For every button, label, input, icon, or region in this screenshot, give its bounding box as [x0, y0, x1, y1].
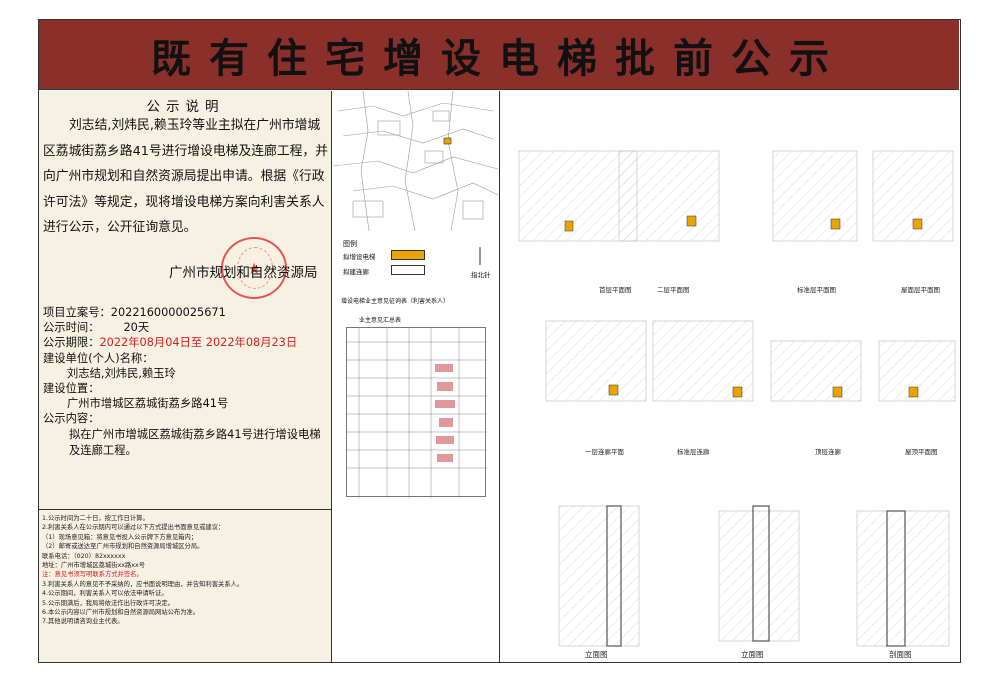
content-label: 公示内容：: [43, 412, 100, 426]
notice-paragraph: 刘志结,刘炜民,赖玉玲等业主拟在广州市增城区荔城街荔乡路41号进行增设电梯及连廊…: [43, 118, 329, 235]
note-line: 4.公示期间，利害关系人可以依法申请听证。: [42, 590, 168, 598]
drawing-label: 二层平面图: [657, 286, 690, 294]
north-label: 指北针: [471, 271, 491, 279]
note-line: 注：意见书须写明联系方式并签名。: [42, 571, 143, 579]
elevation-row: [558, 505, 950, 647]
issuer-name: 广州市规划和自然资源局: [169, 265, 318, 281]
notice-board: 既有住宅增设电梯批前公示 公示说明 刘志结,刘炜民,赖玉玲等业主拟在广州市增城区…: [38, 19, 961, 663]
notes-section: 1.公示时间为二十日，按工作日计算。 2.利害关系人在公示期内可以通过以下方式提…: [39, 509, 332, 662]
note-line: 3.利害关系人的意见不予采纳的，应书面说明理由，并告知利害关系人。: [42, 580, 244, 588]
legend-swatch-corridor: [391, 265, 425, 275]
notice-info: 项目立案号：2022160000025671 公示时间：20天 公示期限：202…: [43, 305, 329, 459]
legend-title: 图例: [343, 240, 357, 248]
duration-label: 公示时间：: [43, 321, 100, 335]
table-grid: [347, 328, 487, 498]
floor-plan-row-2: [545, 320, 956, 402]
drawing-label: 标准层平面图: [797, 286, 836, 294]
note-line: 地址：广州市增城区荔城街xx路xx号: [42, 562, 146, 570]
legend-swatch-elevator: [391, 250, 425, 260]
header-banner: 既有住宅增设电梯批前公示: [39, 20, 959, 90]
drawing-label: 首层平面图: [599, 286, 632, 294]
location-value: 广州市增城区荔城街荔乡路41号: [67, 397, 229, 411]
note-line: 7.其他说明请咨询业主代表。: [42, 618, 124, 626]
drawing-label: 屋面层平面图: [901, 286, 940, 294]
duration-row: 公示时间： 20天: [43, 320, 329, 335]
note-line: （1）现场意见箱：将意见书投入公示牌下方意见箱内；: [42, 533, 198, 541]
duration-value: 20天: [123, 321, 150, 335]
drawing-label: 立面图: [741, 650, 764, 659]
legend-item-corridor: 拟建连廊: [343, 268, 369, 276]
site-plan-map: [333, 91, 499, 232]
notice-heading: 公示说明: [146, 99, 225, 115]
note-line: 2.利害关系人在公示期内可以通过以下方式提出书面意见或建议：: [42, 524, 225, 532]
note-line: 5.公示期满后，我局将依法作出行政许可决定。: [42, 599, 174, 607]
period-value: 2022年08月04日至 2022年08月23日: [99, 336, 298, 350]
drawing-label: 立面图: [585, 650, 608, 659]
note-line: 6.本公示内容以广州市规划和自然资源局网站公布为准。: [42, 609, 200, 617]
page-title: 既有住宅增设电梯批前公示: [151, 35, 847, 82]
drawing-label: 一层连廊平面: [585, 448, 624, 456]
notice-panel: 公示说明 刘志结,刘炜民,赖玉玲等业主拟在广州市增城区荔城街荔乡路41号进行增设…: [39, 91, 332, 662]
site-marker-icon: [443, 137, 452, 145]
drawing-label: 屋顶平面图: [905, 448, 938, 456]
table-caption: 增设电梯业主意见征询表（利害关系人）: [341, 298, 450, 305]
period-row: 公示期限：2022年08月04日至 2022年08月23日: [43, 335, 329, 350]
drawing-label: 标准层连廊: [677, 448, 710, 456]
site-plan-panel: 图例 拟增设电梯 拟建连廊 指北针 增设电梯业主意见征询表（利害关系人） 业主意…: [333, 91, 500, 662]
note-line: 1.公示时间为二十日，按工作日计算。: [42, 515, 149, 522]
drawings-panel: 首层平面图 二层平面图 标准层平面图 屋面层平面图 一层连廊平面 标准层连廊 顶…: [501, 91, 959, 662]
project-no-label: 项目立案号：: [43, 306, 111, 319]
drawing-label: 顶层连廊: [815, 448, 841, 456]
period-label: 公示期限：: [43, 336, 100, 350]
project-no-value: 2022160000025671: [110, 306, 226, 319]
applicant-value: 刘志结,刘炜民,赖玉玲: [67, 366, 176, 380]
note-line: （2）邮寄或送达至广州市规划和自然资源局增城区分局。: [42, 543, 204, 551]
table-title: 业主意见汇总表: [359, 317, 402, 324]
drawing-label: 剖面图: [889, 650, 912, 659]
legend-item-elevator: 拟增设电梯: [343, 253, 376, 261]
floor-plan-row-1: [518, 150, 954, 242]
note-line: 联系电话：（020）82xxxxxx: [42, 552, 126, 560]
project-no-row: 项目立案号：2022160000025671: [43, 305, 329, 320]
seal-star-icon: ★: [247, 259, 262, 278]
content-value: 拟在广州市增城区荔城街荔乡路41号进行增设电梯及连廊工程。: [69, 427, 321, 457]
official-seal: ★: [221, 237, 287, 299]
architectural-drawings: [518, 150, 956, 647]
owner-opinion-table: [346, 327, 487, 498]
seal-inner-ring: [237, 247, 273, 289]
applicant-label: 建设单位(个人)名称：: [43, 351, 154, 365]
location-label: 建设位置：: [43, 382, 100, 396]
north-arrow-icon: [479, 247, 481, 265]
